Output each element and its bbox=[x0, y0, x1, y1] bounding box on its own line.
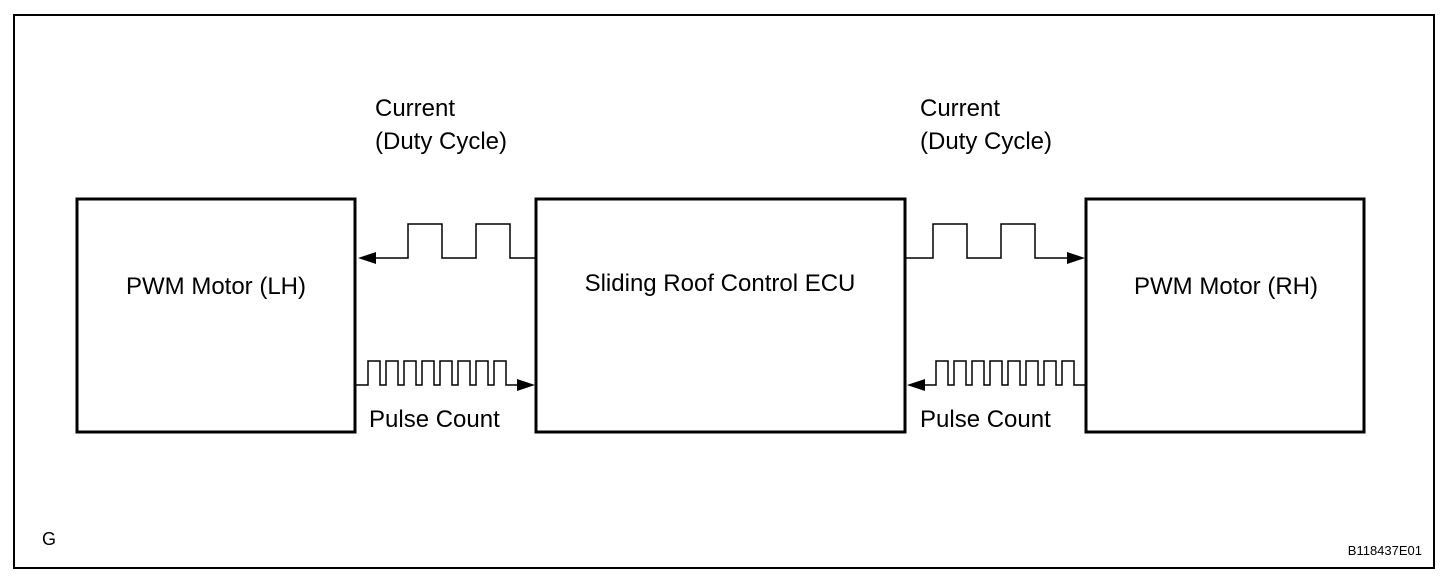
right-duty-cycle-label: (Duty Cycle) bbox=[920, 128, 1052, 155]
right-pulse-count-label: Pulse Count bbox=[920, 406, 1051, 433]
ecu-block: Sliding Roof Control ECU bbox=[534, 197, 907, 434]
left-motor-label: PWM Motor (LH) bbox=[126, 273, 306, 300]
right-current-label: Current bbox=[920, 95, 1000, 122]
right-pulse-waveform bbox=[922, 360, 1086, 386]
right-motor-box bbox=[1084, 197, 1366, 434]
right-current-waveform bbox=[905, 223, 1070, 259]
right-motor-block: PWM Motor (RH) bbox=[1084, 197, 1366, 434]
right-pulse-signal bbox=[907, 360, 1086, 391]
left-motor-block: PWM Motor (LH) bbox=[75, 197, 357, 434]
left-pulse-waveform bbox=[355, 360, 520, 386]
right-current-arrowhead bbox=[1067, 252, 1085, 264]
left-current-waveform bbox=[372, 223, 536, 259]
corner-letter: G bbox=[42, 529, 56, 549]
left-current-arrowhead bbox=[358, 252, 376, 264]
right-current-signal bbox=[905, 223, 1085, 264]
left-duty-cycle-label: (Duty Cycle) bbox=[375, 128, 507, 155]
left-pulse-count-label: Pulse Count bbox=[369, 406, 500, 433]
left-pulse-signal bbox=[355, 360, 535, 391]
left-pulse-arrowhead bbox=[517, 379, 535, 391]
left-current-signal bbox=[358, 223, 536, 264]
figure-code: B118437E01 bbox=[1348, 543, 1422, 558]
ecu-label: Sliding Roof Control ECU bbox=[585, 270, 856, 297]
left-motor-box bbox=[75, 197, 357, 434]
left-current-label: Current bbox=[375, 95, 455, 122]
right-pulse-arrowhead bbox=[907, 379, 925, 391]
right-motor-label: PWM Motor (RH) bbox=[1134, 273, 1318, 300]
ecu-box bbox=[534, 197, 907, 434]
figure-frame bbox=[13, 14, 1435, 569]
